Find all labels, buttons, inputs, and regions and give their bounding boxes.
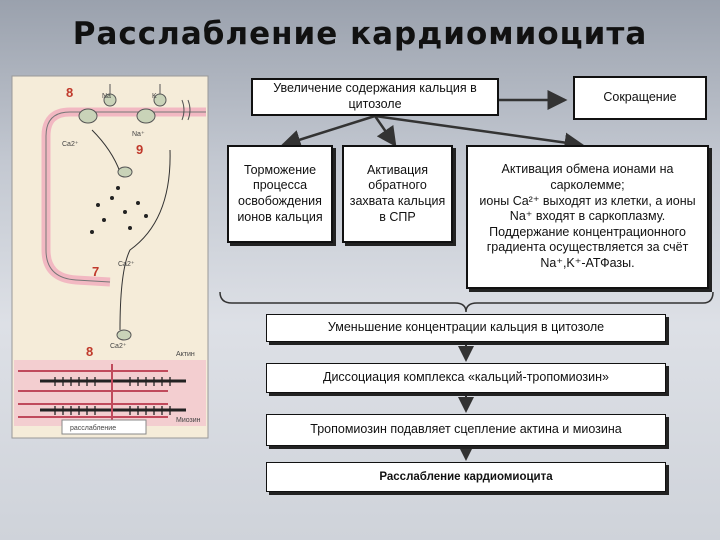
contraction-box: Сокращение [573,76,707,120]
page-title: Расслабление кардиомиоцита [72,16,648,52]
pump-icon [181,99,191,121]
tropomyosin-text: Тропомиозин подавляет сцепление актина и… [310,422,622,437]
label-relaxation: расслабление [70,424,116,432]
number-8-bottom: 8 [86,344,93,359]
label-ca-3: Ca2⁺ [110,343,127,350]
label-ca-1: Ca2⁺ [62,141,79,148]
calcium-decrease-box: Уменьшение концентрации кальция в цитозо… [266,314,666,342]
calcium-dots [90,186,148,234]
number-9: 9 [136,142,143,157]
activation-spr-box: Активация обратного захвата кальция в СП… [342,145,453,243]
label-myosin: Миозин [176,417,201,424]
tropomyosin-box: Тропомиозин подавляет сцепление актина и… [266,414,666,446]
label-actin: Актин [176,351,195,358]
transporter-left [78,84,117,124]
inhibition-box: Торможение процесса освобождения ионов к… [227,145,333,243]
number-8-top: 8 [66,85,73,100]
calcium-decrease-text: Уменьшение концентрации кальция в цитозо… [327,320,605,335]
ion-exchange-box: Активация обмена ионами на сарколемме; и… [466,145,709,289]
calcium-increase-text: Увеличение содержания кальция в цитозоле [273,81,477,111]
label-k: K [152,93,157,100]
number-7: 7 [92,264,99,279]
ion-exchange-text-1: Активация обмена ионами на сарколемме; [501,162,674,192]
calcium-increase-box: Увеличение содержания кальция в цитозоле [251,78,499,116]
dissociation-box: Диссоциация комплекса «кальций-тропомиоз… [266,363,666,393]
contraction-text: Сокращение [603,90,677,105]
inhibition-text: Торможение процесса освобождения ионов к… [237,162,323,224]
relaxation-text: Расслабление кардиомиоцита [379,470,553,483]
label-ca-2: Ca2⁺ [118,261,135,268]
sarcomere [14,360,206,426]
activation-spr-text: Активация обратного захвата кальция в СП… [349,162,446,224]
label-na: Na [102,93,111,100]
label-na-plus: Na⁺ [132,131,145,138]
transporter-right [136,84,167,124]
dissociation-text: Диссоциация комплекса «кальций-тропомиоз… [322,370,610,385]
ion-exchange-text-2: ионы Ca²⁺ выходят из клетки, а ионы Na⁺ … [479,193,696,271]
relaxation-box: Расслабление кардиомиоцита [266,462,666,492]
